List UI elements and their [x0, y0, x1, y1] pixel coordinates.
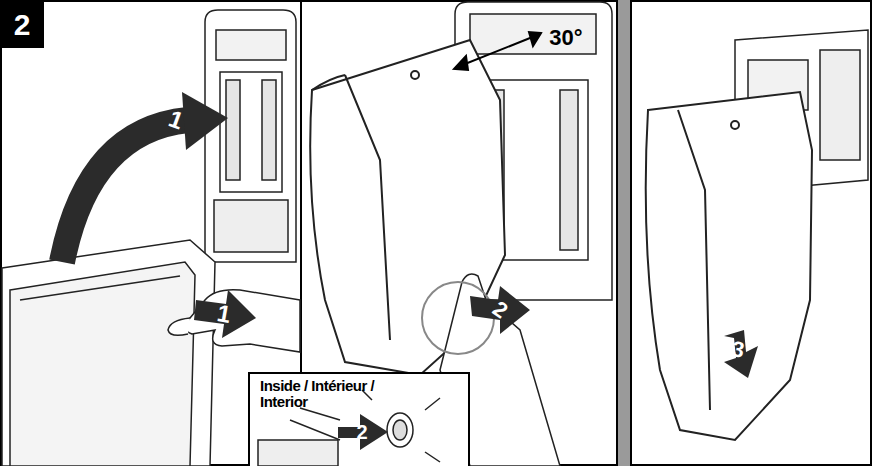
hand	[168, 290, 300, 352]
block-arrow	[724, 330, 758, 378]
open-cover	[2, 240, 215, 466]
gray-divider	[617, 0, 631, 466]
block-arrow	[470, 286, 530, 334]
cover	[646, 92, 812, 440]
angle-arrow	[454, 32, 541, 70]
curved-arrow	[62, 120, 188, 262]
step-number: 2	[14, 10, 31, 40]
callout-number: 2	[356, 422, 367, 442]
block-arrow	[338, 414, 388, 450]
angle-label: 30°	[549, 27, 582, 49]
step-box	[0, 0, 44, 48]
backplate	[205, 10, 296, 262]
inset-caption: Inside / Intérieur / Interior	[260, 378, 420, 410]
inset-ground	[248, 372, 470, 466]
inset-box: Inside / Intérieur / Interior	[248, 372, 470, 466]
block-arrow	[194, 290, 256, 338]
